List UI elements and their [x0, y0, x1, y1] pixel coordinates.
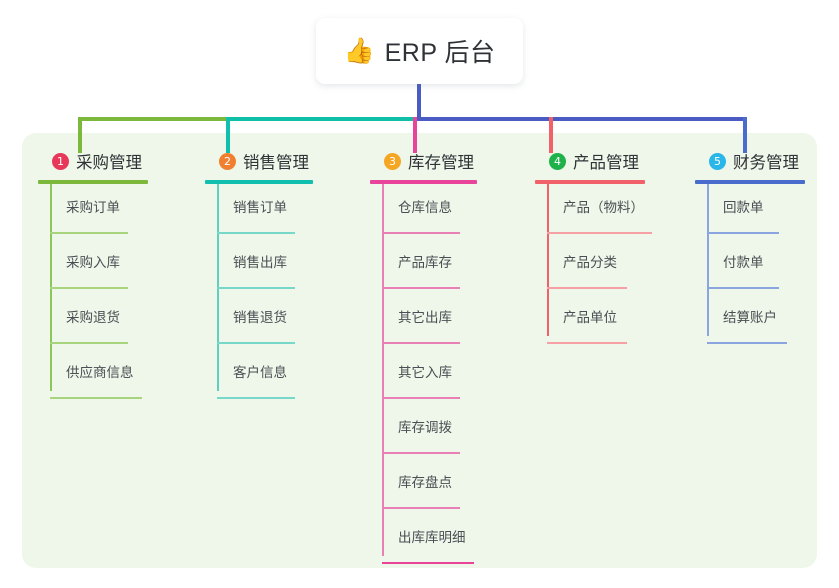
child-underline [217, 287, 295, 289]
drop-connector-3 [413, 117, 417, 153]
child-underline [50, 232, 128, 234]
branch-header-3[interactable]: 3 库存管理 [370, 146, 477, 184]
drop-connector-2 [226, 117, 230, 153]
branch-inventory: 3 库存管理 仓库信息 产品库存 其它出库 其它入库 库存调拨 [370, 146, 477, 564]
child-underline [217, 232, 295, 234]
child-underline [382, 342, 460, 344]
root-node-erp-backend[interactable]: 👍 ERP 后台 [316, 18, 523, 84]
branch-title-4: 产品管理 [573, 154, 639, 172]
branch-sales: 2 销售管理 销售订单 销售出库 销售退货 客户信息 [205, 146, 313, 399]
child-underline [707, 232, 779, 234]
child-label: 结算账户 [723, 310, 777, 325]
child-label: 销售退货 [233, 310, 287, 325]
child-underline [382, 562, 474, 564]
child-label: 采购订单 [66, 200, 120, 215]
bus-segment-teal [230, 117, 417, 121]
branch-title-2: 销售管理 [243, 154, 309, 172]
child-label: 产品库存 [398, 255, 452, 270]
root-stem-connector [417, 84, 421, 119]
child-label: 产品单位 [563, 310, 617, 325]
child-underline [50, 287, 128, 289]
child-label: 其它入库 [398, 365, 452, 380]
branch-header-4[interactable]: 4 产品管理 [535, 146, 645, 184]
child-label: 仓库信息 [398, 200, 452, 215]
child-label: 产品分类 [563, 255, 617, 270]
branch-underline-4 [535, 180, 645, 184]
child-label: 采购入库 [66, 255, 120, 270]
child-underline [707, 342, 787, 344]
child-underline [217, 342, 295, 344]
child-label: 回款单 [723, 200, 764, 215]
branch-title-1: 采购管理 [76, 154, 142, 172]
branch-badge-3: 3 [384, 152, 401, 170]
child-underline [382, 452, 460, 454]
branch-header-1[interactable]: 1 采购管理 [38, 146, 148, 184]
drop-connector-1 [78, 117, 82, 153]
branch-spine-5 [707, 184, 709, 336]
branch-underline-1 [38, 180, 148, 184]
child-underline [217, 397, 295, 399]
child-label: 其它出库 [398, 310, 452, 325]
drop-connector-4 [549, 117, 553, 153]
branch-badge-5: 5 [709, 152, 726, 170]
child-label: 客户信息 [233, 365, 287, 380]
branch-header-2[interactable]: 2 销售管理 [205, 146, 313, 184]
branch-underline-2 [205, 180, 313, 184]
child-underline [382, 287, 460, 289]
child-label: 出库库明细 [398, 530, 466, 545]
bus-segment-green [78, 117, 230, 121]
branch-title-5: 财务管理 [733, 154, 799, 172]
child-label: 库存调拨 [398, 420, 452, 435]
child-underline [707, 287, 779, 289]
branch-finance: 5 财务管理 回款单 付款单 结算账户 [695, 146, 805, 344]
child-underline [547, 232, 652, 234]
diagram-background-panel [22, 133, 817, 568]
branch-spine-4 [547, 184, 549, 336]
branch-underline-5 [695, 180, 805, 184]
child-label: 库存盘点 [398, 475, 452, 490]
child-underline [382, 397, 460, 399]
thumbs-up-icon: 👍 [343, 36, 375, 65]
branch-spine-3 [382, 184, 384, 556]
branch-product: 4 产品管理 产品（物料） 产品分类 产品单位 [535, 146, 652, 344]
branch-title-3: 库存管理 [408, 154, 474, 172]
child-underline [547, 287, 627, 289]
child-label: 供应商信息 [66, 365, 134, 380]
drop-connector-5 [743, 117, 747, 153]
root-node-title: ERP 后台 [384, 39, 496, 67]
branch-badge-1: 1 [52, 152, 69, 170]
child-underline [382, 507, 460, 509]
branch-purchasing: 1 采购管理 采购订单 采购入库 采购退货 供应商信息 [38, 146, 148, 399]
child-label: 销售出库 [233, 255, 287, 270]
child-label: 销售订单 [233, 200, 287, 215]
branch-badge-2: 2 [219, 152, 236, 170]
child-label: 产品（物料） [563, 200, 644, 215]
child-label: 采购退货 [66, 310, 120, 325]
child-label: 付款单 [723, 255, 764, 270]
bus-segment-indigo [417, 117, 747, 121]
branch-badge-4: 4 [549, 152, 566, 170]
branch-header-5[interactable]: 5 财务管理 [695, 146, 805, 184]
child-underline [382, 232, 460, 234]
child-underline [50, 397, 142, 399]
child-underline [50, 342, 128, 344]
branch-underline-3 [370, 180, 477, 184]
child-underline [547, 342, 627, 344]
